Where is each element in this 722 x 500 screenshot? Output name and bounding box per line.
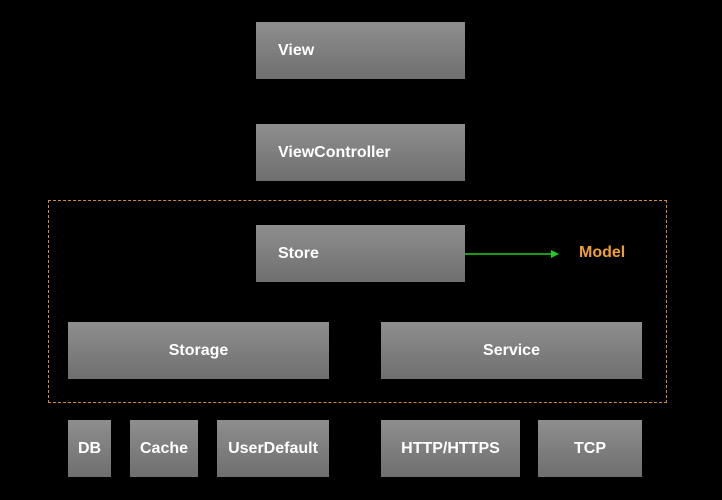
model-group-boundary: [48, 200, 667, 403]
db-label: DB: [77, 439, 102, 457]
service-layer-box: Service: [381, 322, 642, 379]
store-layer-box: Store: [256, 225, 465, 282]
storage-layer-label: Storage: [168, 341, 229, 359]
service-layer-label: Service: [483, 341, 540, 359]
db-box: DB: [68, 420, 111, 477]
view-layer-box: View: [256, 22, 465, 79]
cache-box: Cache: [130, 420, 198, 477]
tcp-box: TCP: [538, 420, 642, 477]
cache-label: Cache: [139, 439, 189, 457]
http-https-label: HTTP/HTTPS: [401, 439, 500, 457]
tcp-label: TCP: [574, 439, 606, 457]
userdefault-label: UserDefault: [228, 439, 318, 457]
view-layer-label: View: [278, 41, 315, 59]
http-https-box: HTTP/HTTPS: [381, 420, 520, 477]
model-label: Model: [579, 244, 626, 261]
store-to-model-arrow: [465, 250, 559, 258]
userdefault-box: UserDefault: [217, 420, 329, 477]
store-layer-label: Store: [278, 244, 319, 262]
viewcontroller-layer-box: ViewController: [256, 124, 465, 181]
viewcontroller-layer-label: ViewController: [278, 143, 391, 161]
storage-layer-box: Storage: [68, 322, 329, 379]
